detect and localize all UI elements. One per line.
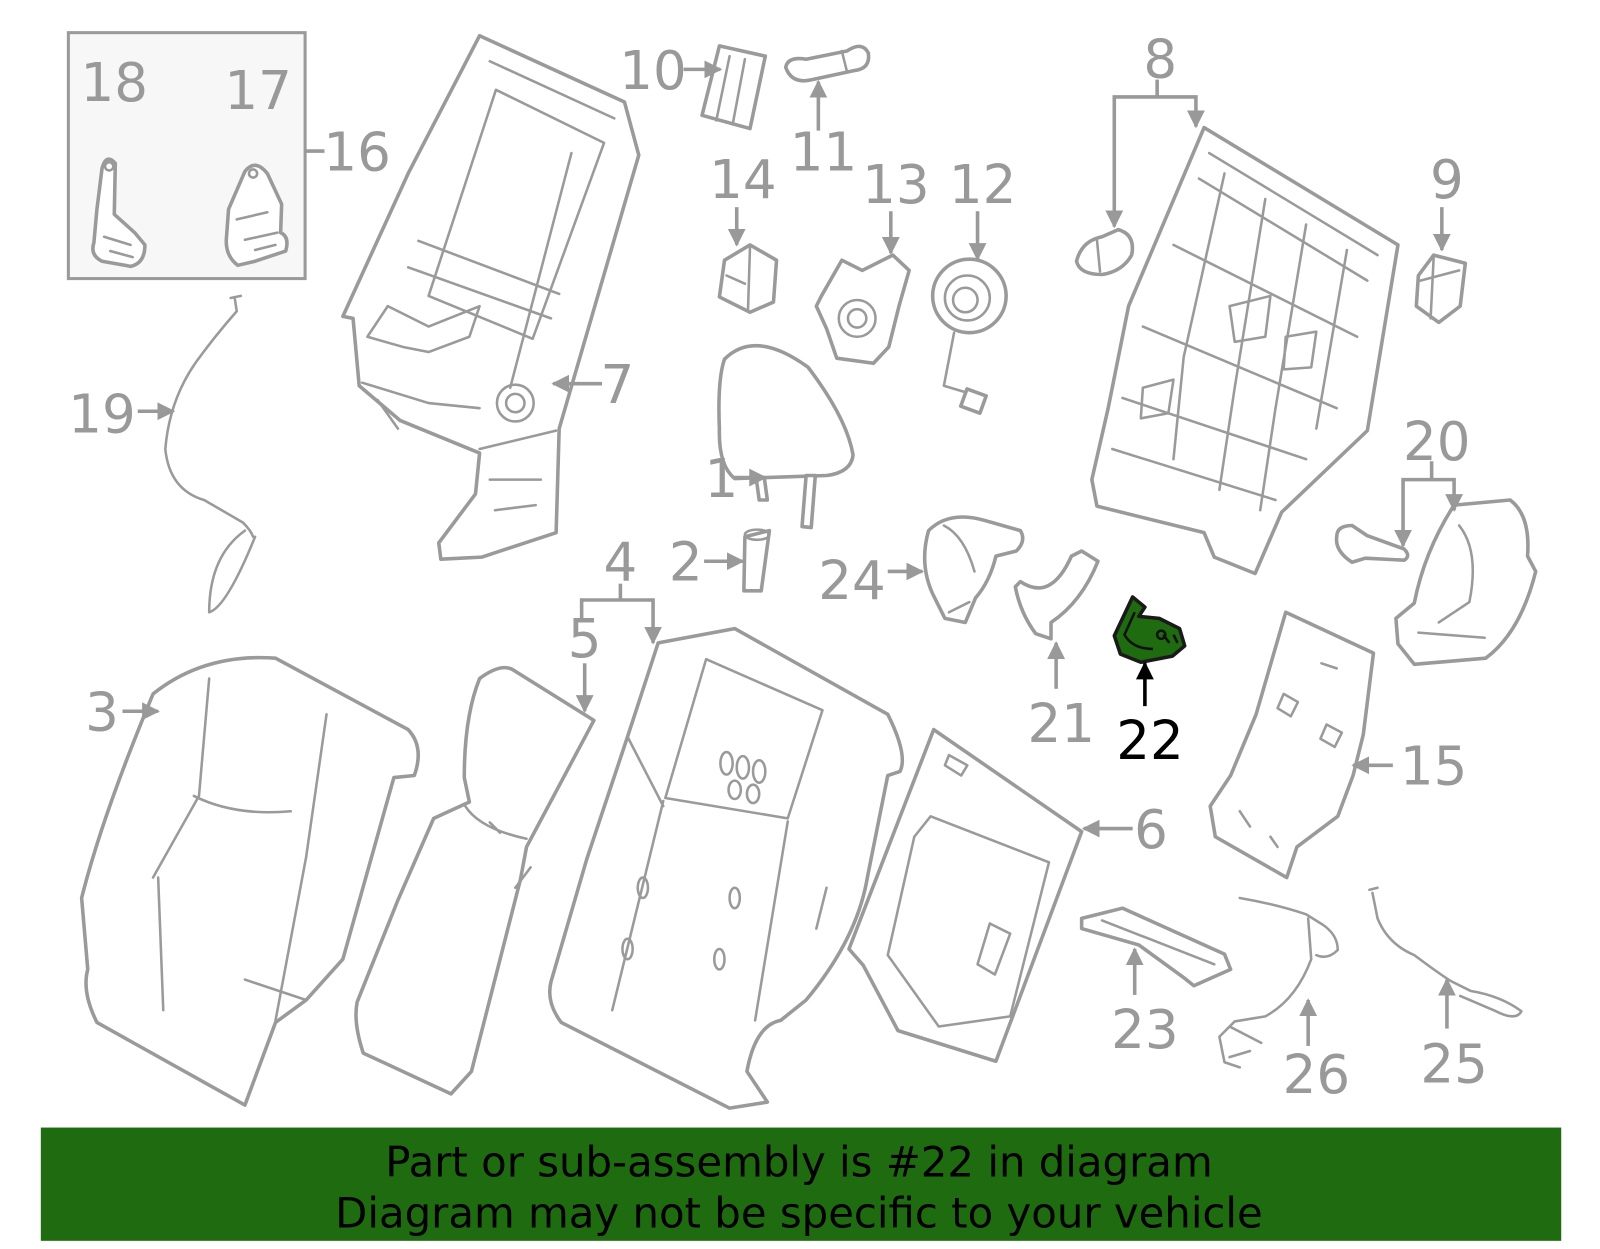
callout-24: 24 xyxy=(818,550,886,612)
info-banner-line-2: Diagram may not be specific to your vehi… xyxy=(335,1189,1263,1238)
part-14-bracket xyxy=(717,207,779,315)
callout-16: 16 xyxy=(323,121,391,183)
part-10-clip xyxy=(683,44,768,131)
callout-23: 23 xyxy=(1111,999,1179,1061)
part-26-wire-harness xyxy=(1218,896,1340,1069)
callout-8: 8 xyxy=(1143,29,1177,91)
part-12-sensor xyxy=(930,211,1008,415)
callout-11: 11 xyxy=(790,121,858,183)
callout-7: 7 xyxy=(600,354,634,416)
part-17-bracket xyxy=(224,163,289,268)
part-5-cushion-cover xyxy=(354,663,596,1096)
part-4-seat-cushion xyxy=(547,583,905,1110)
info-banner-background xyxy=(40,1127,1562,1241)
part-8-seat-back-panel xyxy=(1074,79,1400,576)
part-25-cable xyxy=(1368,886,1523,1029)
part-3-seat-back-cover xyxy=(79,655,420,1107)
callout-10: 10 xyxy=(619,40,687,102)
callout-1: 1 xyxy=(705,448,739,510)
part-22-highlighted-cover xyxy=(1112,595,1187,707)
part-24-bracket xyxy=(887,515,1025,625)
callout-3: 3 xyxy=(85,682,119,744)
callout-26: 26 xyxy=(1283,1044,1351,1106)
info-banner-line-1: Part or sub-assembly is #22 in diagram xyxy=(385,1138,1212,1187)
callout-17: 17 xyxy=(224,60,292,122)
part-13-plate xyxy=(814,211,911,366)
part-19-release-cable xyxy=(137,294,257,614)
callout-5: 5 xyxy=(568,608,602,670)
callout-21: 21 xyxy=(1027,693,1095,755)
callout-22-highlighted: 22 xyxy=(1116,710,1184,772)
callout-19: 19 xyxy=(68,384,136,446)
callout-6: 6 xyxy=(1134,799,1168,861)
callout-4: 4 xyxy=(604,532,638,594)
part-20-side-cover xyxy=(1334,461,1538,667)
callout-9: 9 xyxy=(1430,149,1464,211)
callout-2: 2 xyxy=(669,532,703,594)
callout-25: 25 xyxy=(1420,1034,1488,1096)
part-15-back-panel xyxy=(1208,610,1393,880)
part-7-seat-back-frame xyxy=(341,33,641,561)
info-banner: Part or sub-assembly is #22 in diagram D… xyxy=(40,1127,1562,1241)
part-6-seat-pan-board xyxy=(847,727,1133,1064)
callout-15: 15 xyxy=(1400,736,1468,798)
part-23-rail xyxy=(1079,906,1233,995)
callout-18: 18 xyxy=(81,52,149,114)
part-18-bracket xyxy=(91,157,147,269)
callout-12: 12 xyxy=(949,154,1017,216)
part-1-headrest xyxy=(717,343,855,530)
part-9-clip xyxy=(1414,207,1468,325)
callout-13: 13 xyxy=(862,154,930,216)
callout-20: 20 xyxy=(1403,411,1471,473)
part-21-bracket xyxy=(1013,549,1100,689)
callout-14: 14 xyxy=(709,149,777,211)
part-2-headrest-guide xyxy=(704,528,772,593)
part-11-pin xyxy=(783,44,871,131)
